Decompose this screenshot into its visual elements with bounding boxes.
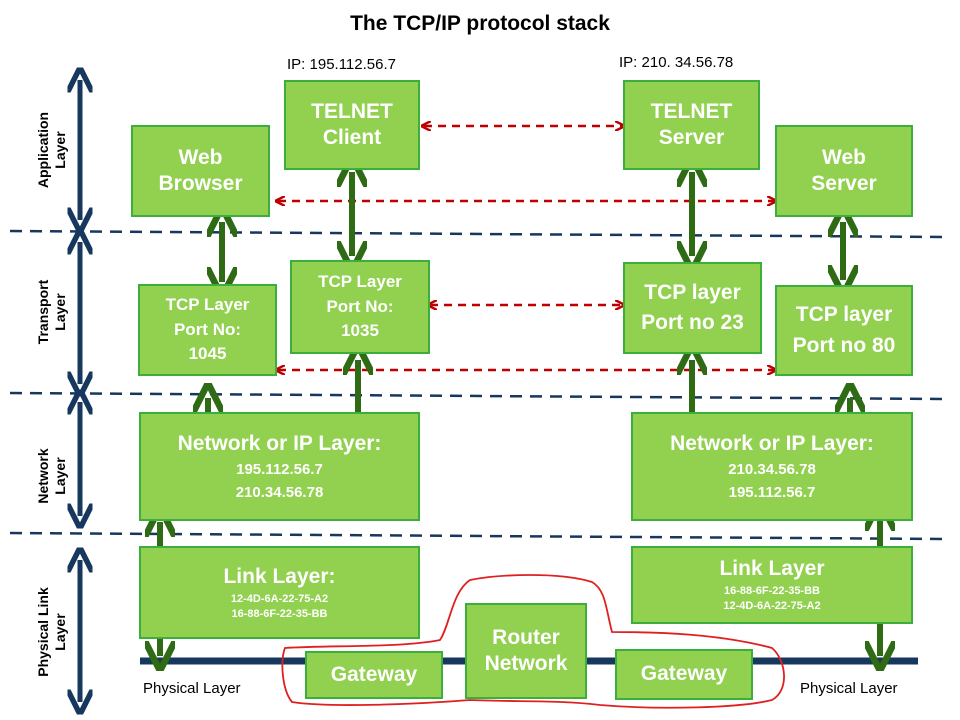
link-layer-right: Link Layer 16-88-6F-22-35-BB 12-4D-6A-22… [631, 546, 913, 624]
separator-transport-network [9, 391, 951, 401]
diagram-title: The TCP/IP protocol stack [350, 12, 610, 35]
network-ip-layer-right: Network or IP Layer: 210.34.56.78 195.11… [631, 412, 913, 521]
physical-layer-label-left: Physical Layer [143, 680, 241, 697]
link-layer-left: Link Layer: 12-4D-6A-22-75-A2 16-88-6F-2… [139, 546, 420, 639]
gateway-left-box: Gateway [305, 651, 443, 699]
gateway-right-box: Gateway [615, 649, 753, 700]
physical-layer-label-right: Physical Layer [800, 680, 898, 697]
server-ip-label: IP: 210. 34.56.78 [619, 54, 734, 71]
separator-network-link [9, 531, 951, 541]
network-ip-layer-left: Network or IP Layer: 195.112.56.7 210.34… [139, 412, 420, 521]
client-ip-label: IP: 195.112.56.7 [287, 56, 396, 73]
separator-app-transport [9, 229, 951, 239]
